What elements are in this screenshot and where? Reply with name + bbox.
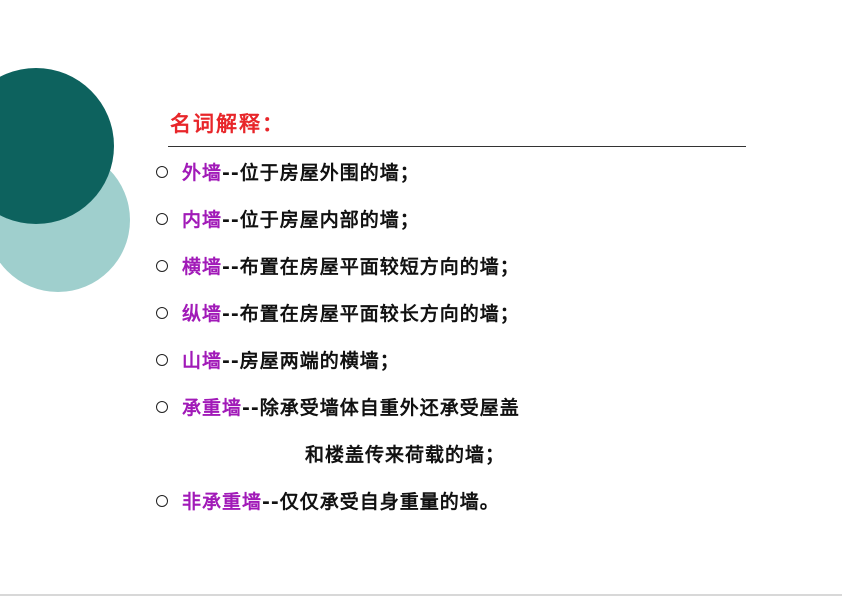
bullet-circle-icon: [156, 400, 168, 413]
load-bearing-wall-continuation: 和楼盖传来荷载的墙；: [305, 443, 506, 466]
definition: --房屋两端的横墙；: [222, 349, 400, 372]
term: 横墙: [182, 255, 223, 278]
list-item-longitudinal-wall: 纵墙 --布置在房屋平面较长方向的墙；: [156, 297, 520, 327]
bullet-circle-icon: [156, 353, 168, 366]
definition: --位于房屋外围的墙；: [222, 161, 420, 184]
bullet-circle-icon: [156, 306, 168, 319]
list-item-gable-wall: 山墙 --房屋两端的横墙；: [156, 344, 400, 374]
term: 山墙: [182, 349, 223, 372]
decorative-circles: [0, 68, 130, 292]
bullet-circle-icon: [156, 165, 168, 178]
dark-teal-circle: [0, 68, 114, 224]
term: 非承重墙: [182, 490, 263, 513]
list-item-load-bearing-wall: 承重墙 --除承受墙体自重外还承受屋盖: [156, 391, 520, 421]
list-item-transverse-wall: 横墙 --布置在房屋平面较短方向的墙；: [156, 250, 520, 280]
title-underline: [168, 146, 746, 147]
definition: --布置在房屋平面较短方向的墙；: [222, 255, 520, 278]
term: 承重墙: [182, 396, 243, 419]
bullet-circle-icon: [156, 259, 168, 272]
term: 外墙: [182, 161, 223, 184]
bullet-circle-icon: [156, 212, 168, 225]
definition: --位于房屋内部的墙；: [222, 208, 420, 231]
term: 纵墙: [182, 302, 223, 325]
slide-title: 名词解释：: [170, 112, 285, 136]
definition: --布置在房屋平面较长方向的墙；: [222, 302, 520, 325]
term: 内墙: [182, 208, 223, 231]
page-edge-line: [0, 594, 842, 596]
definition: --仅仅承受自身重量的墙。: [262, 490, 500, 513]
definition: --除承受墙体自重外还承受屋盖: [242, 396, 520, 419]
list-item-outer-wall: 外墙 --位于房屋外围的墙；: [156, 156, 420, 186]
bullet-circle-icon: [156, 494, 168, 507]
list-item-inner-wall: 内墙 --位于房屋内部的墙；: [156, 203, 420, 233]
list-item-non-load-bearing-wall: 非承重墙 --仅仅承受自身重量的墙。: [156, 485, 500, 515]
